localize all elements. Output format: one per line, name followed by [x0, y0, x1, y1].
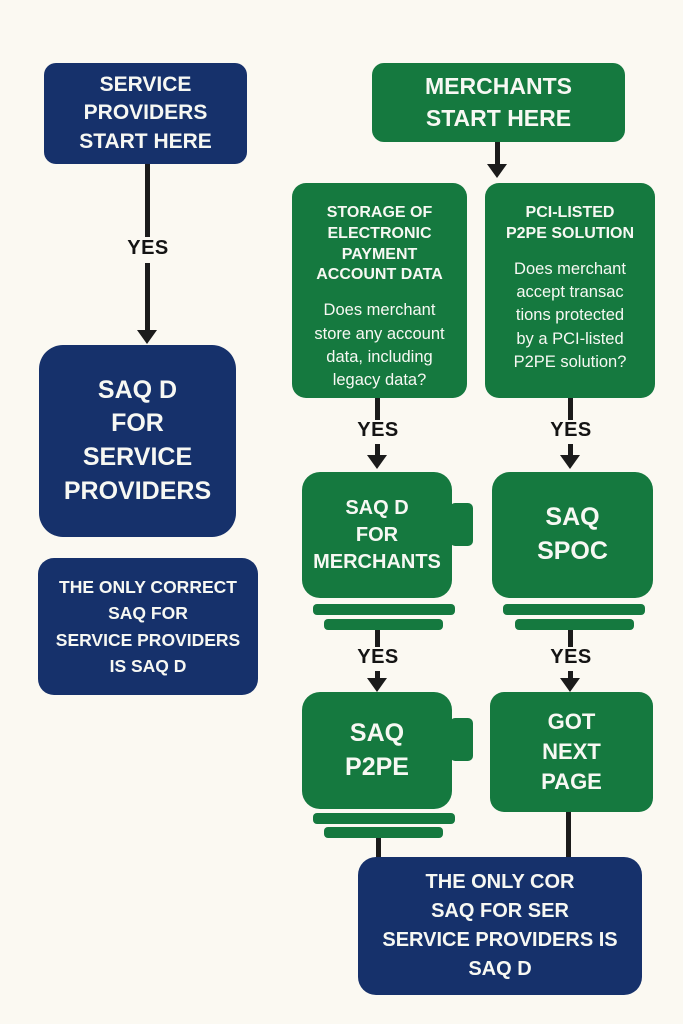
- saq-p2pe-node: SAQ P2PE: [302, 692, 452, 809]
- connector-line-p2peq-upper: [568, 398, 573, 420]
- p2pe-question-node: PCI-LISTED P2PE SOLUTION Does merchant a…: [485, 183, 655, 398]
- connector-line-sp-upper: [145, 164, 150, 237]
- paper-stack-bar: [324, 827, 443, 838]
- service-providers-start-label: SERVICE PROVIDERS START HERE: [79, 72, 212, 153]
- connector-line-p2peq-lower: [568, 444, 573, 456]
- service-providers-start-node: SERVICE PROVIDERS START HERE: [44, 63, 247, 164]
- saq-d-service-providers-node: SAQ D FOR SERVICE PROVIDERS: [39, 345, 236, 537]
- arrowhead-down-icon: [137, 330, 157, 344]
- paper-stack-bar: [313, 604, 455, 615]
- page-tab-icon: [450, 718, 473, 761]
- paper-stack-bar: [503, 604, 645, 615]
- connector-line-gotnext-to-note: [566, 812, 571, 858]
- saq-spoc-label: SAQ SPOC: [537, 503, 608, 565]
- arrowhead-down-icon: [487, 164, 507, 178]
- storage-question-heading: STORAGE OF ELECTRONIC PAYMENT ACCOUNT DA…: [316, 204, 443, 284]
- p2pe-question-heading: PCI-LISTED P2PE SOLUTION: [505, 204, 635, 242]
- yes-label-saqd: YES: [357, 646, 399, 668]
- yes-label-storage: YES: [357, 419, 399, 441]
- connector-line-merchants: [495, 142, 500, 167]
- merchants-start-label: MERCHANTS START HERE: [425, 73, 572, 131]
- merchants-note-label: THE ONLY COR SAQ FOR SER SERVICE PROVIDE…: [382, 871, 618, 980]
- connector-line-saqd-upper: [375, 630, 380, 647]
- yes-label-sp: YES: [127, 237, 169, 259]
- paper-stack-bar: [313, 813, 455, 824]
- p2pe-question-body: Does merchant accept transac tions prote…: [513, 259, 627, 372]
- service-providers-note-node: THE ONLY CORRECT SAQ FOR SERVICE PROVIDE…: [38, 558, 258, 695]
- storage-question-node: STORAGE OF ELECTRONIC PAYMENT ACCOUNT DA…: [292, 183, 467, 398]
- connector-line-sp-lower: [145, 263, 150, 331]
- storage-question-body: Does merchant store any account data, in…: [314, 301, 445, 390]
- connector-line-spoc-lower: [568, 671, 573, 679]
- got-next-page-node: GOT NEXT PAGE: [490, 692, 653, 812]
- service-providers-note-label: THE ONLY CORRECT SAQ FOR SERVICE PROVIDE…: [55, 577, 241, 676]
- paper-stack-bar: [324, 619, 443, 630]
- merchants-start-node: MERCHANTS START HERE: [372, 63, 625, 142]
- got-next-page-label: GOT NEXT PAGE: [541, 709, 602, 794]
- arrowhead-down-icon: [560, 678, 580, 692]
- saq-d-service-providers-label: SAQ D FOR SERVICE PROVIDERS: [63, 375, 212, 505]
- connector-line-spoc-upper: [568, 630, 573, 647]
- saq-spoc-node: SAQ SPOC: [492, 472, 653, 598]
- arrowhead-down-icon: [560, 455, 580, 469]
- connector-line-storage-upper: [375, 398, 380, 420]
- connector-line-saqd-lower: [375, 671, 380, 679]
- saq-p2pe-label: SAQ P2PE: [345, 718, 409, 781]
- connector-line-p2pe-to-note: [376, 838, 381, 858]
- arrowhead-down-icon: [367, 678, 387, 692]
- arrowhead-down-icon: [367, 455, 387, 469]
- paper-stack-bar: [515, 619, 634, 630]
- connector-line-storage-lower: [375, 444, 380, 456]
- saq-d-merchants-node: SAQ D FOR MERCHANTS: [302, 472, 452, 598]
- yes-label-p2peq: YES: [550, 419, 592, 441]
- merchants-note-node: THE ONLY COR SAQ FOR SER SERVICE PROVIDE…: [358, 857, 642, 995]
- yes-label-spoc: YES: [550, 646, 592, 668]
- page-tab-icon: [450, 503, 473, 546]
- saq-d-merchants-label: SAQ D FOR MERCHANTS: [313, 496, 441, 573]
